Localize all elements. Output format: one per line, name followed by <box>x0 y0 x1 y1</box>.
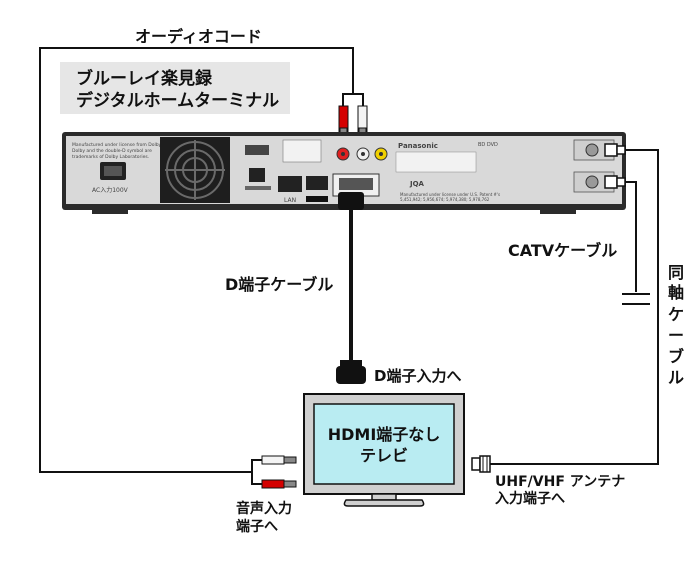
d-input-label: D端子入力へ <box>374 367 461 385</box>
audio-cord-line <box>39 47 354 473</box>
bd-dvd-label: BD DVD <box>478 142 498 148</box>
ac-inlet: AC入力100V <box>92 162 129 194</box>
ac-input-label: AC入力100V <box>92 186 129 194</box>
device-title-box <box>60 62 290 114</box>
antenna-plug-tv <box>471 455 491 473</box>
coax-cable-label-char2: 軸 <box>668 283 684 302</box>
d-cable-label: D端子ケーブル <box>225 275 333 294</box>
audio-input-label-line2: 端子へ <box>236 518 278 535</box>
tv-label-line1: HDMI端子なし <box>328 425 441 444</box>
audio-cord-label: オーディオコード <box>135 27 262 46</box>
patent-notice: Manufactured under license under U.S. Pa… <box>400 192 500 197</box>
svg-text:5,451,942; 5,956,674; 5,974,38: 5,451,942; 5,956,674; 5,974,380; 5,978,7… <box>400 197 490 202</box>
coax-cable-label-char1: 同 <box>668 263 684 282</box>
fan-grille <box>160 137 230 203</box>
coax-cable-label: 同 軸 ケ ー ブ ル <box>668 263 684 387</box>
d-cable-plug-top <box>338 192 364 210</box>
coax-cable-label-char6: ル <box>668 368 684 387</box>
coax-cable-label-char5: ブ <box>668 347 684 366</box>
audio-plugs-tv <box>251 455 297 489</box>
catv-cable-line <box>625 181 637 292</box>
tv-screen <box>313 403 455 485</box>
lan-label: LAN <box>284 197 296 204</box>
device-title-line2: デジタルホームターミナル <box>76 90 279 111</box>
audio-input-label-line1: 音声入力 <box>236 500 292 517</box>
dolby-notice: Manufactured under license from Dolby La… <box>72 142 192 148</box>
jqa-label: JQA <box>409 180 425 188</box>
d-cable-plug-bottom <box>336 360 366 384</box>
wall-outlet-symbol <box>622 293 650 305</box>
antenna-input-label-line2: 入力端子へ <box>495 490 565 507</box>
tv-set <box>303 393 465 507</box>
coax-cable-label-char3: ケ <box>668 305 684 324</box>
coax-cable-line <box>490 149 659 465</box>
brand-label: Panasonic <box>398 142 438 150</box>
svg-text:trademarks of Dolby Laboratori: trademarks of Dolby Laboratories. <box>72 154 149 160</box>
device-title-line1: ブルーレイ楽見録 <box>76 68 213 89</box>
coax-cable-label-char4: ー <box>668 326 684 345</box>
antenna-input-label-line1: UHF/VHF アンテナ <box>495 474 625 490</box>
catv-cable-label: CATVケーブル <box>508 241 617 260</box>
svg-text:Dolby and the double-D symbol: Dolby and the double-D symbol are <box>72 148 152 154</box>
tv-label-line2: テレビ <box>360 446 408 465</box>
